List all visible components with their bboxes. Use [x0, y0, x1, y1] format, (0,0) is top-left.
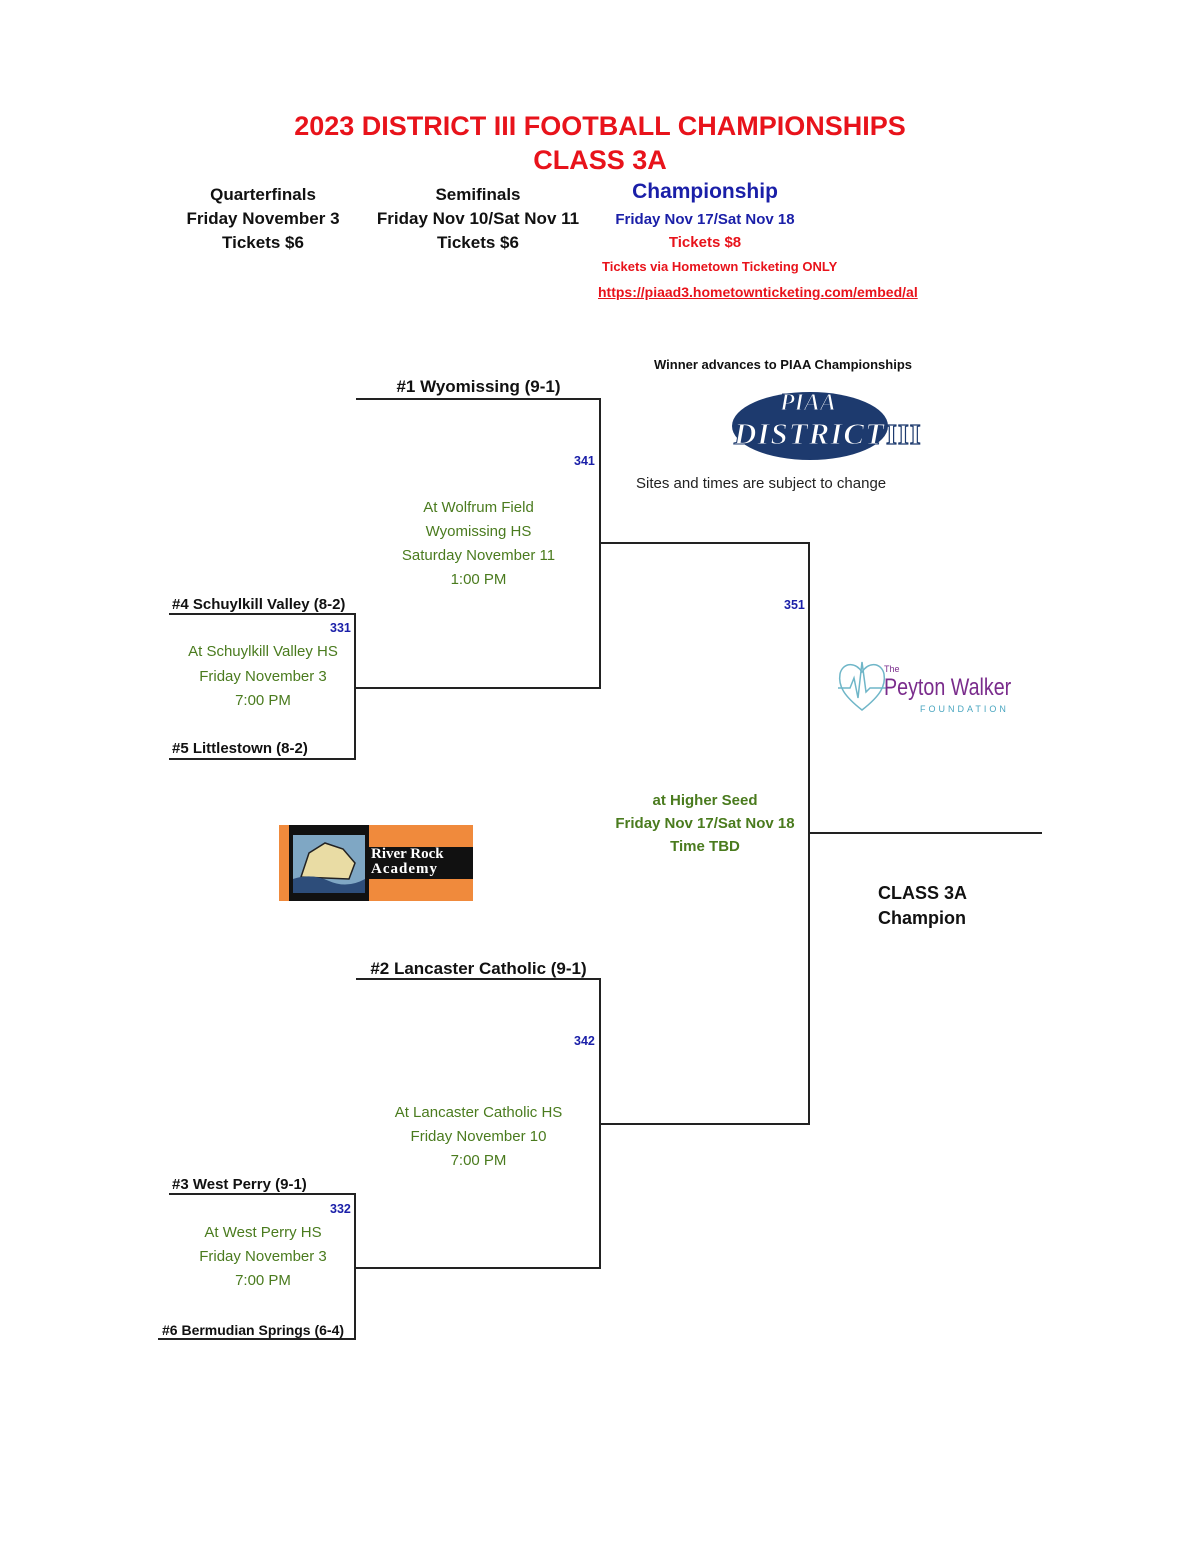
- bracket-line: [356, 978, 601, 980]
- semifinals-tickets: Tickets $6: [437, 233, 519, 252]
- bracket-line: [354, 1193, 356, 1340]
- game-number-342: 342: [574, 1034, 595, 1048]
- game-341-date: Saturday November 11: [401, 547, 556, 564]
- game-351-site: at Higher Seed: [652, 792, 758, 809]
- champion-label-line2: Champion: [878, 908, 966, 928]
- rock-icon: [293, 835, 365, 893]
- ticket-link[interactable]: https://piaad3.hometownticketing.com/emb…: [598, 284, 918, 300]
- team-lancaster-catholic: #2 Lancaster Catholic (9-1): [370, 959, 587, 978]
- game-332-time: 7:00 PM: [235, 1272, 291, 1289]
- bracket-line: [356, 687, 601, 689]
- bracket-line: [158, 1338, 356, 1340]
- game-332-date: Friday November 3: [199, 1248, 327, 1265]
- game-351-time: Time TBD: [670, 838, 740, 855]
- bracket-line: [169, 1193, 356, 1195]
- game-342-date: Friday November 10: [410, 1128, 547, 1145]
- quarterfinals-tickets: Tickets $6: [222, 233, 304, 252]
- team-littlestown: #5 Littlestown (8-2): [172, 740, 308, 757]
- bracket-line: [356, 1267, 601, 1269]
- team-wyomissing: #1 Wyomissing (9-1): [396, 377, 561, 396]
- team-bermudian-springs: #6 Bermudian Springs (6-4): [162, 1322, 345, 1338]
- bracket-line: [601, 542, 810, 544]
- game-331-date: Friday November 3: [199, 668, 327, 685]
- winner-advances-note: Winner advances to PIAA Championships: [654, 357, 913, 372]
- riverrock-line1-text: River Rock: [371, 846, 444, 862]
- bracket-line: [599, 398, 601, 689]
- game-331-time: 7:00 PM: [235, 692, 291, 709]
- championship-tickets: Tickets $8: [668, 234, 742, 251]
- piaa-district-logo: PIAA DISTRICT III: [728, 390, 933, 462]
- champion-line: [810, 832, 1042, 834]
- team-schuylkill-valley: #4 Schuylkill Valley (8-2): [172, 596, 346, 613]
- heartbeat-heart-icon: [838, 661, 886, 711]
- peyton-walker-logo: The Peyton Walker FOUNDATION: [836, 652, 1016, 718]
- river-rock-academy-logo: River Rock Academy: [279, 825, 473, 901]
- subject-to-change-note: Sites and times are subject to change: [636, 475, 887, 492]
- peyton-name-text: Peyton Walker: [884, 674, 1012, 701]
- game-number-331: 331: [330, 621, 351, 635]
- bracket-line: [354, 613, 356, 760]
- bracket-line: [599, 978, 601, 1269]
- bracket-line: [356, 398, 601, 400]
- bracket-line: [169, 613, 356, 615]
- game-341-time: 1:00 PM: [450, 571, 507, 588]
- roman-three-text: III: [885, 419, 922, 451]
- game-342-time: 7:00 PM: [450, 1152, 507, 1169]
- championship-date: Friday Nov 17/Sat Nov 18: [615, 211, 795, 228]
- game-341-site2: Wyomissing HS: [425, 523, 532, 540]
- game-331-site: At Schuylkill Valley HS: [188, 643, 338, 660]
- bracket-line: [169, 758, 356, 760]
- semifinals-label: Semifinals: [435, 185, 521, 204]
- game-number-341: 341: [574, 454, 595, 468]
- bracket-line: [808, 542, 810, 1125]
- team-west-perry: #3 West Perry (9-1): [172, 1176, 307, 1193]
- game-number-351: 351: [784, 598, 805, 612]
- game-341-site: At Wolfrum Field: [423, 499, 534, 516]
- ticket-note: Tickets via Hometown Ticketing ONLY: [602, 259, 838, 274]
- riverrock-line2-text: Academy: [371, 861, 438, 877]
- game-342-site: At Lancaster Catholic HS: [394, 1104, 563, 1121]
- quarterfinals-label: Quarterfinals: [210, 185, 316, 204]
- peyton-the-text: The: [884, 664, 900, 674]
- bracket-line: [601, 1123, 810, 1125]
- game-351-date: Friday Nov 17/Sat Nov 18: [615, 815, 795, 832]
- game-number-332: 332: [330, 1202, 351, 1216]
- quarterfinals-date: Friday November 3: [186, 209, 340, 228]
- game-332-site: At West Perry HS: [204, 1224, 322, 1241]
- champion-label-line1: CLASS 3A: [878, 883, 968, 903]
- piaa-text: PIAA: [779, 390, 836, 417]
- district-text: DISTRICT: [734, 416, 885, 452]
- championship-label: Championship: [632, 180, 778, 203]
- page-title: 2023 DISTRICT III FOOTBALL CHAMPIONSHIPS: [294, 111, 906, 141]
- peyton-foundation-text: FOUNDATION: [920, 704, 1009, 714]
- page-subtitle: CLASS 3A: [533, 145, 667, 175]
- semifinals-date: Friday Nov 10/Sat Nov 11: [376, 209, 580, 228]
